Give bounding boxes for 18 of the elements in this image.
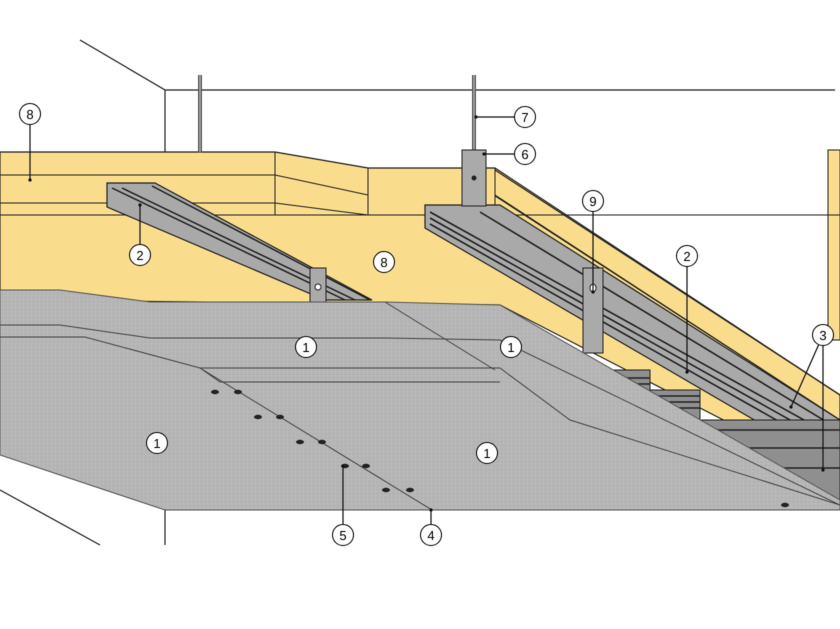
leader-line (821, 346, 825, 472)
callout-number: 8 (19, 103, 41, 125)
callout-number: 2 (676, 245, 698, 267)
leader-line (482, 152, 514, 156)
callout-number: 6 (514, 143, 536, 165)
callout-number: 9 (582, 190, 604, 212)
callout-number: 5 (332, 524, 354, 546)
leader-line (789, 344, 820, 409)
callout-number: 4 (420, 524, 442, 546)
leader-line (341, 464, 345, 524)
callout-number: 7 (514, 106, 536, 128)
leader-line (28, 125, 32, 182)
leader-line (474, 115, 514, 119)
leader-line (591, 212, 595, 294)
leader-line (138, 203, 142, 244)
callout-number: 3 (812, 324, 834, 346)
leader-line (685, 267, 689, 374)
leader-line (429, 508, 433, 524)
